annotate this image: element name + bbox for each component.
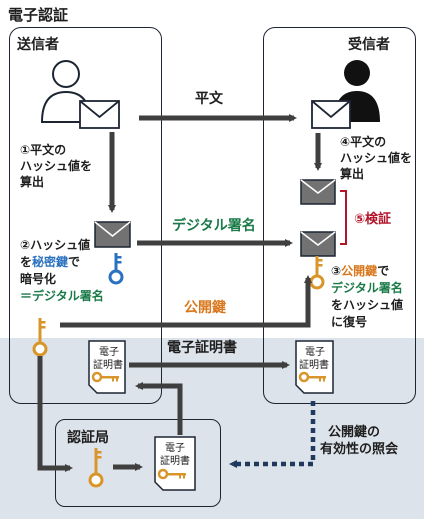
- key-icon: [108, 253, 124, 285]
- step3-pre: ③: [331, 264, 342, 278]
- certificate-icon: [88, 340, 126, 394]
- sender-label: 送信者: [17, 37, 59, 53]
- validity-query-label-1: 公開鍵の: [328, 425, 381, 440]
- validity-query-label-2: 有効性の照会: [320, 442, 399, 457]
- bracket-icon: [340, 190, 347, 245]
- cert-receiver-text-2: 証明書: [299, 360, 329, 371]
- step2-pre: を: [20, 255, 33, 269]
- step2-post: で: [68, 255, 81, 269]
- step2-line3: 暗号化: [20, 272, 57, 286]
- step2-line1: ②ハッシュ値: [20, 238, 91, 252]
- ca-panel: [55, 419, 221, 507]
- public-key-arrow: [60, 275, 312, 328]
- certificate-icon: [154, 436, 196, 491]
- certificate-icon: [295, 340, 334, 394]
- envelope-icon: [79, 100, 120, 129]
- step1-line1: ①平文の: [20, 143, 67, 157]
- receiver-label: 受信者: [348, 37, 390, 53]
- step3-line1: ③公開鍵で: [331, 264, 389, 279]
- cert-sender-text-1: 電子: [99, 347, 119, 358]
- step3-line2: デジタル署名: [331, 281, 403, 295]
- step3-line4: に復号: [331, 315, 368, 329]
- envelope-icon: [311, 100, 351, 129]
- ca-certificate-arrow: [135, 382, 183, 435]
- step1-line2: ハッシュ値を: [20, 159, 93, 173]
- cert-sender-text-2: 証明書: [93, 360, 123, 371]
- step2-line2: を秘密鍵で: [20, 255, 80, 270]
- key-icon: [309, 256, 325, 290]
- public-key-arrow-label: 公開鍵: [184, 300, 226, 316]
- signature-arrow-label: デジタル署名: [172, 218, 256, 234]
- step3-post: で: [377, 264, 390, 278]
- envelope-icon: [300, 231, 336, 257]
- step2-line4: ＝デジタル署名: [20, 289, 104, 303]
- key-icon: [88, 448, 104, 488]
- verify-label: ⑤検証: [354, 212, 392, 227]
- ca-label: 認証局: [67, 430, 109, 446]
- step1-line3: 算出: [20, 175, 45, 189]
- person-outline-icon: [40, 60, 92, 123]
- cert-receiver-text-1: 電子: [305, 347, 325, 358]
- envelope-icon: [300, 179, 336, 205]
- key-icon: [32, 318, 48, 357]
- ca-key-arrow: [37, 356, 73, 472]
- sender-panel: [9, 27, 162, 404]
- step4-line3: 算出: [340, 167, 365, 181]
- page-title: 電子認証: [8, 6, 69, 24]
- plaintext-arrow-label: 平文: [195, 91, 223, 107]
- step3-line3: をハッシュ値: [331, 298, 404, 312]
- step4-line1: ④平文の: [340, 135, 387, 149]
- secret-key-label: 秘密鍵: [32, 255, 69, 269]
- person-filled-icon: [334, 60, 380, 122]
- cert-ca-text-1: 電子: [165, 443, 185, 454]
- step4-line2: ハッシュ値を: [340, 151, 413, 165]
- receiver-panel: [263, 27, 416, 404]
- certificate-arrow-label: 電子証明書: [167, 340, 237, 356]
- validity-query-arrow: [229, 401, 316, 468]
- public-key-text: 公開鍵: [341, 264, 378, 278]
- envelope-icon: [94, 221, 131, 248]
- cert-ca-text-2: 証明書: [160, 456, 190, 467]
